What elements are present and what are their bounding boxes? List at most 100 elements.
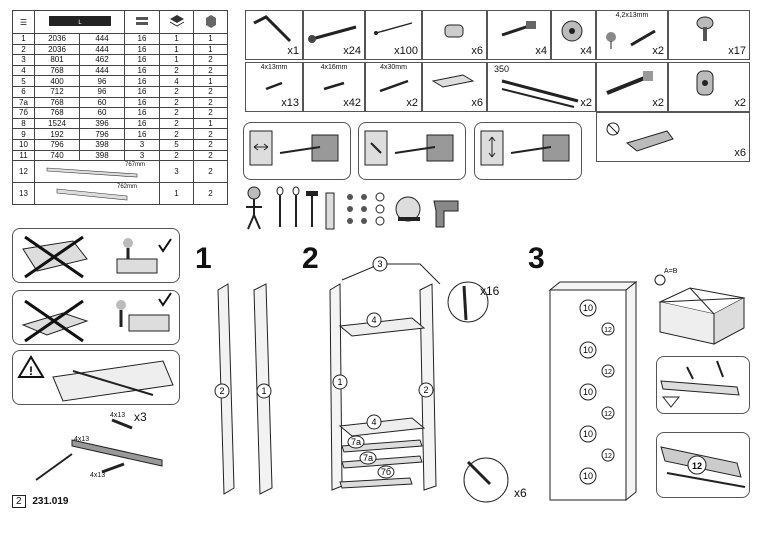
screw-icon bbox=[308, 25, 357, 43]
hardware-size: 350 bbox=[494, 64, 510, 74]
hardware-nail: x100 bbox=[365, 10, 422, 60]
panel-callout: 12 bbox=[692, 461, 702, 471]
small-screw-icon bbox=[265, 81, 283, 91]
hardware-qty: x2 bbox=[652, 45, 664, 57]
table-cell: 1 bbox=[193, 75, 228, 87]
table-cell: 2 bbox=[12, 43, 35, 56]
part-qty: 1 bbox=[159, 182, 194, 206]
table-cell: 192 bbox=[34, 128, 80, 140]
handle-icon bbox=[431, 74, 475, 88]
table-cell: 1524 bbox=[34, 117, 80, 130]
panel-callout: 10 bbox=[583, 387, 593, 397]
panel-callout-circle bbox=[601, 364, 615, 378]
screw-qty-label: x3 bbox=[134, 410, 147, 424]
panel-callout-circle bbox=[579, 299, 597, 317]
table-cell: 1 bbox=[12, 33, 35, 45]
panel-callout-circle bbox=[579, 467, 597, 485]
cam-assembly-icon bbox=[249, 130, 339, 166]
panel-callout-circle bbox=[579, 383, 597, 401]
table-cell: 96 bbox=[79, 85, 125, 98]
table-cell: 398 bbox=[79, 149, 125, 162]
table-cell: 16 bbox=[124, 85, 160, 98]
screw-size-label: 4x13 bbox=[110, 412, 126, 419]
panel-callout-circle bbox=[601, 322, 615, 336]
hardware-qty: x2 bbox=[406, 97, 418, 109]
hardware-qty: x100 bbox=[394, 45, 418, 57]
table-cell: 5 bbox=[159, 138, 194, 151]
svg-text:!: ! bbox=[29, 364, 33, 378]
carry-warning-icon bbox=[22, 235, 172, 279]
table-cell: 3 bbox=[124, 149, 160, 162]
table-cell: 2 bbox=[159, 149, 194, 162]
cam-instruction-2 bbox=[358, 122, 466, 180]
table-cell: 1 bbox=[159, 33, 194, 45]
panel-callout: 10 bbox=[583, 303, 593, 313]
step-3-number: 3 bbox=[528, 242, 545, 275]
hardware-qty: x4 bbox=[535, 45, 547, 57]
diagonal-check-icon bbox=[654, 274, 746, 345]
table-cell: 60 bbox=[79, 96, 125, 109]
warning-panel-carry bbox=[12, 228, 180, 283]
cam-assembly-icon bbox=[480, 130, 570, 166]
hardware-size: 4x16mm bbox=[320, 64, 348, 71]
part-12-drawing: 767mm bbox=[34, 160, 160, 184]
panel-callout: 10 bbox=[583, 345, 593, 355]
hinge-bracket-icon bbox=[35, 418, 163, 481]
cam-lock-icon bbox=[561, 20, 583, 42]
cam-instruction-3 bbox=[474, 122, 582, 180]
hardware-screw-4x30: 4x30mm x2 bbox=[365, 62, 422, 112]
table-cell: 6 bbox=[12, 85, 35, 98]
part-qty: 3 bbox=[159, 160, 194, 184]
carcass-assembly-icon: 3 4 1 2 4 7a 7a 7б bbox=[329, 256, 509, 503]
svg-text:L: L bbox=[78, 20, 82, 26]
table-cell: 444 bbox=[79, 43, 125, 56]
table-cell: 16 bbox=[124, 33, 160, 45]
table-cell: 444 bbox=[79, 33, 125, 45]
thickness-header bbox=[124, 10, 160, 34]
table-cell: 2 bbox=[193, 128, 228, 140]
warning-panel-caution: ! bbox=[12, 350, 180, 405]
floor-warning-icon bbox=[21, 292, 172, 343]
rail-12-detail: 12 bbox=[656, 432, 750, 498]
table-cell: 9 bbox=[12, 128, 35, 140]
table-cell: 796 bbox=[79, 128, 125, 140]
table-cell: 16 bbox=[124, 75, 160, 87]
panel-callout-circle bbox=[579, 425, 597, 443]
shelf-pin-icon bbox=[696, 16, 714, 41]
cam-assembly-icon bbox=[364, 130, 454, 166]
panel-callout-circle bbox=[579, 341, 597, 359]
hardware-drawer-runner: 350 x2 bbox=[487, 62, 596, 112]
a-equals-b-label: A=B bbox=[664, 268, 678, 275]
step-2-number: 2 bbox=[302, 242, 319, 275]
panel-callout: 12 bbox=[604, 327, 612, 334]
hardware-allen-key: x1 bbox=[245, 10, 303, 60]
layers-header bbox=[159, 10, 194, 34]
hardware-qty: x1 bbox=[287, 45, 299, 57]
hinge-icon bbox=[606, 122, 674, 152]
hardware-qty: x13 bbox=[281, 97, 299, 109]
rail-13-icon bbox=[56, 188, 128, 200]
table-cell: 16 bbox=[124, 64, 160, 77]
cam-bolt-icon bbox=[501, 21, 536, 37]
table-cell: 4 bbox=[12, 64, 35, 77]
table-cell: 712 bbox=[34, 85, 80, 98]
hardware-cam-bolt: x4 bbox=[487, 10, 551, 60]
tools-icon bbox=[246, 186, 459, 230]
table-cell: 5 bbox=[12, 75, 35, 87]
page-footer: 2 231.019 bbox=[12, 495, 69, 508]
table-cell: 1 bbox=[159, 54, 194, 66]
part-pack: 2 bbox=[193, 182, 228, 206]
table-cell: 16 bbox=[124, 117, 160, 130]
table-cell: 16 bbox=[124, 96, 160, 109]
part-id: 13 bbox=[12, 182, 35, 206]
box-icon bbox=[205, 15, 216, 28]
hardware-bracket: 4,2x13mm x2 bbox=[596, 10, 668, 60]
panel-callout: 7б bbox=[381, 467, 391, 477]
hardware-qty: x17 bbox=[728, 45, 746, 57]
part-pack: 2 bbox=[193, 160, 228, 184]
panel-callout: 1 bbox=[337, 377, 342, 387]
